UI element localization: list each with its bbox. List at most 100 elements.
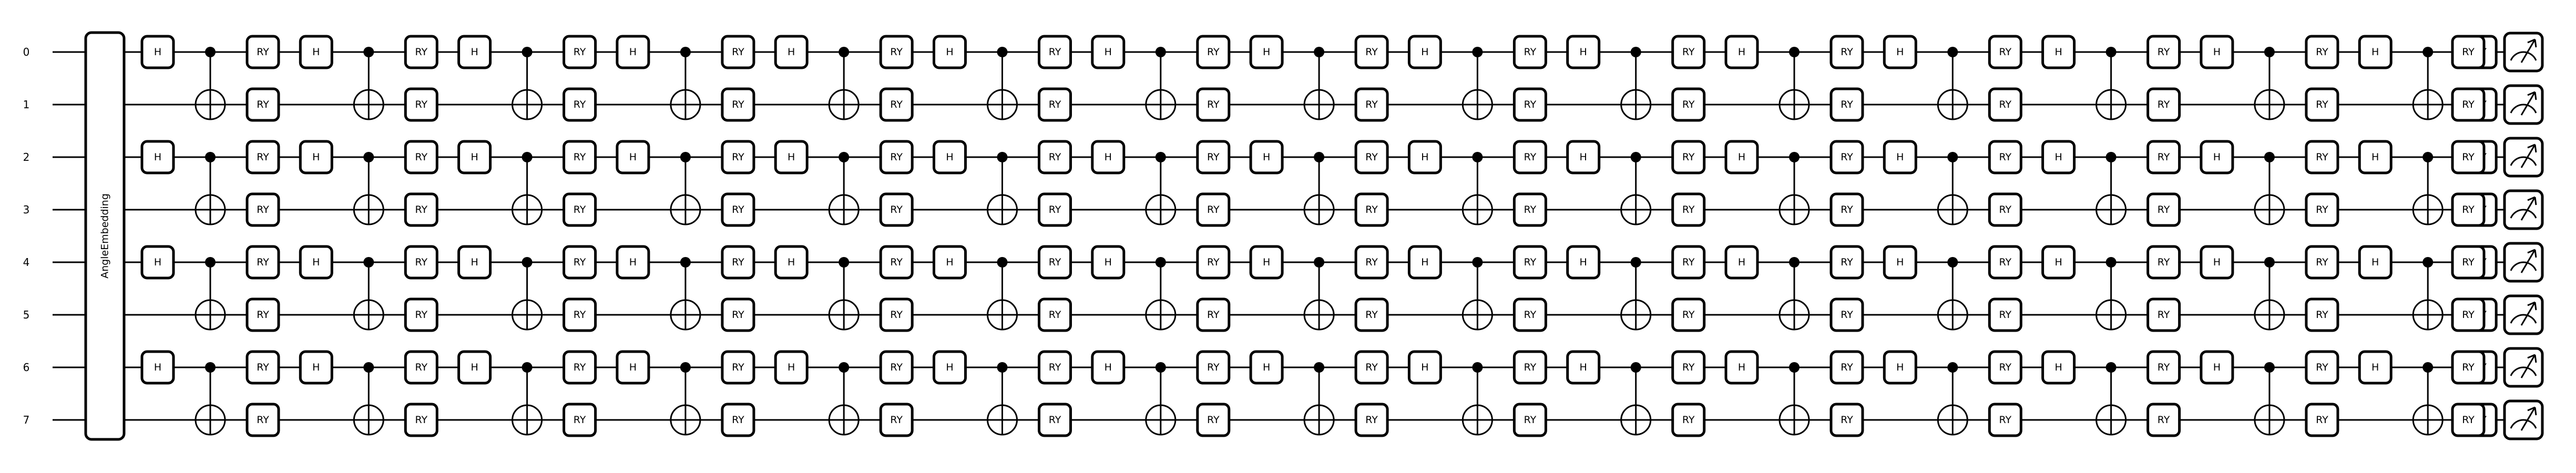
- hadamard-gate-l11-w6-label: H: [1896, 362, 1904, 373]
- ry-gate-l1-w6: RY: [404, 350, 438, 385]
- angle-embedding-block: [84, 31, 126, 441]
- hadamard-gate-l8-w2-box: [1407, 140, 1442, 174]
- hadamard-gate-l13-w2: H: [2200, 140, 2234, 174]
- ry-gate-l13-w3: RY: [2305, 192, 2339, 227]
- ry-gate-final-w0: RY: [2451, 35, 2486, 69]
- ry-gate-l12-w2: RY: [2146, 140, 2181, 174]
- hadamard-gate-l1-w6-box: [299, 350, 333, 385]
- ry-gate-l6-w3-label: RY: [1207, 204, 1220, 215]
- ry-gate-l9-w2-label: RY: [1682, 151, 1695, 163]
- hadamard-gate-l11-w2-box: [1883, 140, 1917, 174]
- ry-gate-l13-w6-label: RY: [2316, 362, 2328, 373]
- ry-gate-l7-w3: RY: [1354, 192, 1389, 227]
- ry-gate-l4-w3: RY: [879, 192, 914, 227]
- ry-gate-l5-w5-label: RY: [1049, 309, 1061, 321]
- wire-label-7: 7: [23, 414, 30, 426]
- cnot-gate-l2-c0-control-dot: [522, 47, 533, 57]
- ry-gate-l9-w2-box: [1671, 140, 1706, 174]
- measurement-w0: [2503, 32, 2544, 73]
- ry-gate-l3-w0-box: [721, 35, 755, 69]
- ry-gate-l4-w4-box: [879, 245, 914, 280]
- ry-gate-l9-w1-box: [1671, 87, 1706, 122]
- ry-gate-l2-w0: RY: [563, 35, 597, 69]
- ry-gate-l6-w6: RY: [1196, 350, 1231, 385]
- ry-gate-l4-w0-label: RY: [890, 46, 903, 58]
- hadamard-gate-l14-w2: H: [2358, 140, 2393, 174]
- measurement-w0-needle-head: [2527, 38, 2537, 48]
- ry-gate-final-w3-box: [2451, 192, 2486, 227]
- hadamard-gate-l2-w4-label: H: [471, 256, 478, 268]
- ry-gate-l0-w4-box: [246, 245, 280, 280]
- cnot-gate-l9-c6: [1620, 362, 1652, 436]
- cnot-gate-l9-c0-control-dot: [1630, 47, 1641, 57]
- ry-gate-l13-w1-label: RY: [2316, 99, 2328, 110]
- hadamard-gate-l0-w4: H: [140, 245, 175, 280]
- ry-gate-l4-w2-box: [879, 140, 914, 174]
- ry-gate-l13-w3-label: RY: [2316, 204, 2328, 215]
- hadamard-gate-l5-w2-label: H: [946, 151, 953, 163]
- hadamard-gate-l13-w6-label: H: [2213, 362, 2221, 373]
- ry-gate-l7-w3-box: [1354, 192, 1389, 227]
- ry-gate-l7-w2: RY: [1354, 140, 1389, 174]
- ry-gate-l10-w3: RY: [1829, 192, 1864, 227]
- ry-gate-l9-w2: RY: [1671, 140, 1706, 174]
- ry-gate-l11-w4-box: [1988, 245, 2022, 280]
- cnot-gate-l13-c6: [2254, 362, 2285, 436]
- hadamard-gate-l8-w6: H: [1407, 350, 1442, 385]
- ry-gate-l6-w4: RY: [1196, 245, 1231, 280]
- ry-gate-l4-w7-label: RY: [890, 414, 903, 426]
- hadamard-gate-l0-w2: H: [140, 140, 175, 174]
- cnot-gate-l4-c0-control-dot: [839, 47, 850, 57]
- ry-gate-l7-w6: RY: [1354, 350, 1389, 385]
- cnot-gate-l7-c4-control-dot: [1314, 257, 1325, 268]
- cnot-gate-l14-c0: [2412, 47, 2444, 120]
- hadamard-gate-l6-w2-box: [1091, 140, 1126, 174]
- cnot-gate-l10-c0: [1778, 47, 1810, 120]
- ry-gate-l10-w4-label: RY: [1841, 256, 1853, 268]
- hadamard-gate-l5-w4-label: H: [946, 256, 953, 268]
- ry-gate-l5-w3: RY: [1038, 192, 1072, 227]
- ry-gate-l7-w0-label: RY: [1365, 46, 1378, 58]
- ry-gate-l1-w6-label: RY: [415, 362, 428, 373]
- hadamard-gate-l9-w4-label: H: [1580, 256, 1587, 268]
- ry-gate-l9-w1-label: RY: [1682, 99, 1695, 110]
- cnot-gate-l10-c6: [1778, 362, 1810, 436]
- hadamard-gate-l8-w6-box: [1407, 350, 1442, 385]
- hadamard-gate-l7-w4-label: H: [1263, 256, 1270, 268]
- ry-gate-final-w2-box: [2451, 140, 2486, 174]
- measurement-w7-needle: [2520, 407, 2536, 431]
- ry-gate-l5-w6-label: RY: [1049, 362, 1061, 373]
- cnot-gate-l3-c6: [670, 362, 701, 436]
- ry-gate-final-w7: RY: [2451, 403, 2486, 437]
- hadamard-gate-l10-w6-label: H: [1738, 362, 1745, 373]
- cnot-gate-l0-c4-control-dot: [205, 257, 216, 268]
- ry-gate-l8-w5-label: RY: [1524, 309, 1537, 321]
- ry-gate-l12-w7-label: RY: [2158, 414, 2170, 426]
- cnot-gate-l3-c4-control-dot: [680, 257, 691, 268]
- measurement-w6-arc: [2510, 366, 2537, 376]
- ry-gate-l3-w3-box: [721, 192, 755, 227]
- cnot-gate-l5-c0: [987, 47, 1018, 120]
- hadamard-gate-l6-w2: H: [1091, 140, 1126, 174]
- ry-gate-l10-w6-box: [1829, 350, 1864, 385]
- measurement-w2-needle: [2520, 144, 2536, 168]
- cnot-gate-l2-c2: [512, 152, 543, 225]
- ry-gate-l4-w0: RY: [879, 35, 914, 69]
- hadamard-gate-l11-w4: H: [1883, 245, 1917, 280]
- ry-gate-l2-w7: RY: [563, 403, 597, 437]
- cnot-gate-l3-c6-control-dot: [680, 362, 691, 373]
- hadamard-gate-l6-w0-label: H: [1105, 46, 1112, 58]
- wire-label-2: 2: [23, 151, 30, 163]
- ry-gate-l3-w5-label: RY: [732, 309, 744, 321]
- ry-gate-l3-w4-label: RY: [732, 256, 744, 268]
- cnot-gate-l1-c4-control-dot: [363, 257, 374, 268]
- ry-gate-l10-w5-box: [1829, 297, 1864, 332]
- ry-gate-l4-w1-box: [879, 87, 914, 122]
- cnot-gate-l6-c4-control-dot: [1155, 257, 1166, 268]
- cnot-gate-l11-c0: [1937, 47, 1968, 120]
- ry-gate-l3-w2-box: [721, 140, 755, 174]
- ry-gate-l4-w5-box: [879, 297, 914, 332]
- ry-gate-l5-w1-label: RY: [1049, 99, 1061, 110]
- ry-gate-l8-w7: RY: [1512, 403, 1547, 437]
- hadamard-gate-l13-w0: H: [2200, 35, 2234, 69]
